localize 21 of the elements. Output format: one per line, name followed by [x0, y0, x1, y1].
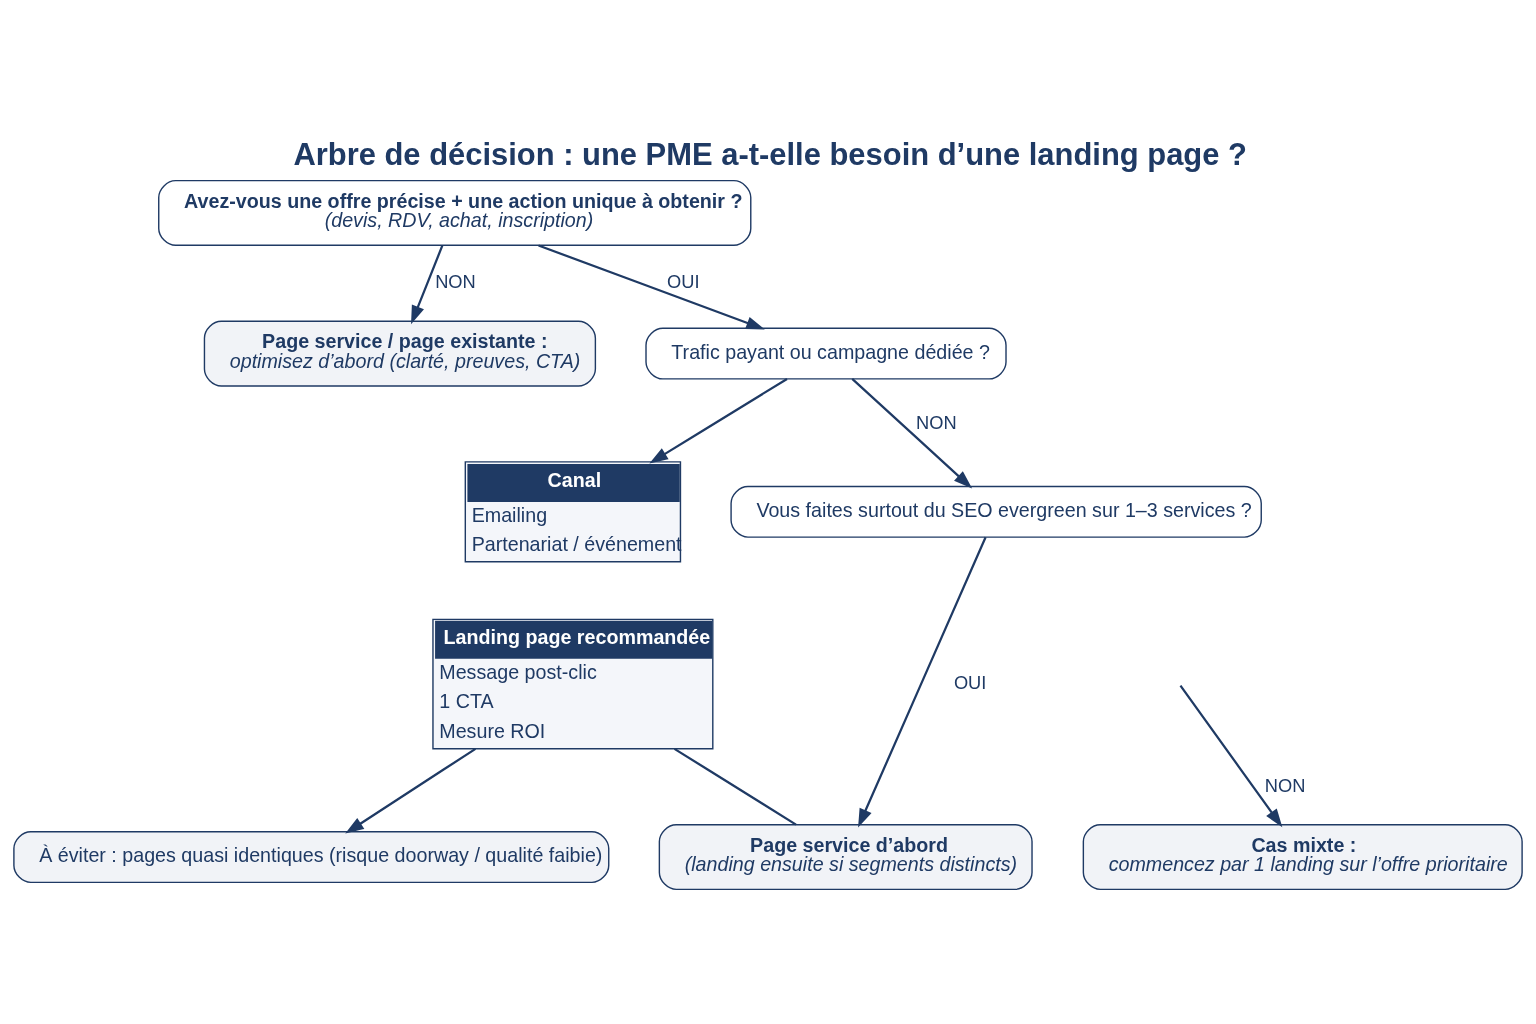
node-box: Avez-vous une offre précise + une action unique à obtenir ? (devis, RDV, achat, inscription)	[158, 179, 752, 246]
node-box: Vous faites surtout du SEO evergreen sur 1–3 services ?	[730, 485, 1262, 538]
arrow	[851, 377, 973, 488]
edge-label: NON	[916, 411, 957, 433]
arrow	[411, 244, 444, 324]
node-box: Page service / page existante : optimisez d’abord (clarté, preuves, CTA)	[203, 320, 597, 387]
connector	[673, 747, 797, 826]
edge-label: OUI	[667, 270, 700, 292]
edge-label: NON	[435, 270, 476, 292]
arrow	[345, 747, 477, 834]
edge-label: OUI	[953, 671, 987, 693]
arrow	[649, 377, 788, 463]
diagram-title: Arbre de décision : une PME a-t-elle besoin d’une landing page ?	[293, 136, 1247, 172]
arrow	[1179, 684, 1283, 827]
arrow	[538, 243, 765, 329]
node-box: Trafic payant ou campagne dédiée ?	[645, 327, 1007, 380]
edge-label: NON	[1264, 774, 1306, 795]
node-box: Page service d’abord (landing ensuite si segments distincts)	[658, 823, 1033, 890]
arrow	[858, 536, 987, 827]
node-box: Cas mixte : commencez par 1 landing sur l’offre prioritaire	[1082, 823, 1523, 890]
node-box: À éviter : pages quasi identiques (risque doorway / qualité faibie)	[13, 830, 610, 883]
